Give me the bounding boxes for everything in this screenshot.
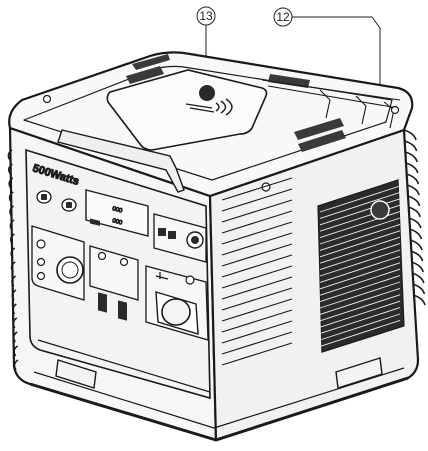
top-rim-ridges	[261, 79, 401, 129]
vent-slats	[319, 185, 401, 347]
power-button-icon	[36, 190, 52, 204]
wireless-charging-icon	[185, 85, 233, 116]
vent-slat	[319, 249, 401, 277]
front-rib	[7, 149, 13, 161]
side-rib	[407, 195, 421, 207]
dc-output-panel	[153, 213, 207, 263]
side-rib	[221, 331, 293, 355]
side-rib	[221, 199, 293, 223]
vent-slat	[319, 287, 401, 315]
vent-slat	[319, 217, 401, 245]
front-panel: 500Watts 000 000	[25, 148, 211, 400]
front-rib	[13, 359, 19, 371]
side-rib	[410, 261, 424, 273]
side-rib	[409, 228, 423, 240]
input-panel	[31, 225, 85, 301]
side-port	[370, 200, 390, 220]
side-rib	[405, 162, 419, 174]
usb-panel	[89, 245, 139, 321]
side-rib	[221, 210, 293, 234]
side-rib	[411, 272, 425, 284]
front-rib	[8, 163, 13, 175]
side-rib	[221, 276, 293, 300]
side-rib	[221, 342, 293, 366]
front-rib	[9, 205, 15, 217]
side-vent	[317, 179, 405, 353]
vent-slat	[319, 255, 401, 283]
vent-slat	[319, 185, 401, 213]
vent-slat	[319, 230, 401, 258]
side-rib	[221, 320, 293, 344]
vent-slat	[319, 294, 401, 322]
side-rib	[221, 177, 293, 201]
front-rib	[11, 275, 17, 287]
lcd-display: 000 000	[85, 189, 149, 237]
side-rib	[404, 140, 418, 152]
vent-slat	[319, 223, 401, 251]
vent-slat	[319, 300, 401, 328]
wireless-charging-pad	[106, 69, 268, 151]
side-rib	[406, 184, 420, 196]
vent-slat	[319, 191, 401, 219]
display-button	[61, 198, 77, 212]
side-rib	[408, 217, 422, 229]
side-rib	[221, 287, 293, 311]
front-rib	[11, 289, 17, 301]
ac-outlet-panel	[145, 265, 209, 341]
lcd-line-1: 000	[111, 206, 123, 215]
side-rib	[221, 254, 293, 278]
front-rib	[13, 345, 19, 357]
side-rib	[406, 173, 420, 185]
side-rib	[410, 250, 424, 262]
vent-slat	[319, 307, 401, 335]
usb-icon	[155, 272, 169, 280]
vent-slat	[319, 313, 401, 341]
front-rib	[9, 219, 15, 231]
vent-slat	[319, 275, 401, 303]
side-rib	[221, 243, 293, 267]
top-panel	[42, 54, 401, 193]
front-rib	[8, 191, 14, 203]
vent-slat	[319, 268, 401, 296]
feet	[55, 357, 383, 389]
carry-handle	[57, 129, 185, 193]
front-rib	[12, 317, 18, 329]
side-rib	[221, 309, 293, 333]
front-rib	[10, 247, 16, 259]
side-rib	[407, 206, 421, 218]
lcd-line-2: 000	[111, 218, 123, 227]
side-ribs	[221, 129, 426, 366]
vent-slat	[319, 243, 401, 271]
vent-slat	[319, 262, 401, 290]
front-rib	[12, 331, 18, 343]
side-rib	[221, 188, 293, 212]
callout-12-label: 12	[276, 10, 290, 24]
side-rib	[221, 265, 293, 289]
callout-13-label: 13	[199, 9, 213, 23]
side-rib	[404, 151, 418, 163]
side-rib	[412, 294, 426, 306]
front-rib	[8, 177, 14, 189]
vent-slat	[319, 281, 401, 309]
side-rib	[221, 298, 293, 322]
top-vents	[126, 54, 346, 152]
front-rib	[12, 303, 17, 315]
front-ribs	[7, 149, 19, 371]
vent-slat	[319, 319, 401, 347]
side-rib	[221, 232, 293, 256]
side-rib	[412, 283, 426, 295]
front-rib	[10, 261, 16, 273]
side-rib	[403, 129, 417, 141]
vent-slat	[319, 236, 401, 264]
side-rib	[409, 239, 423, 251]
side-rib	[221, 221, 293, 245]
front-rib	[10, 233, 15, 245]
